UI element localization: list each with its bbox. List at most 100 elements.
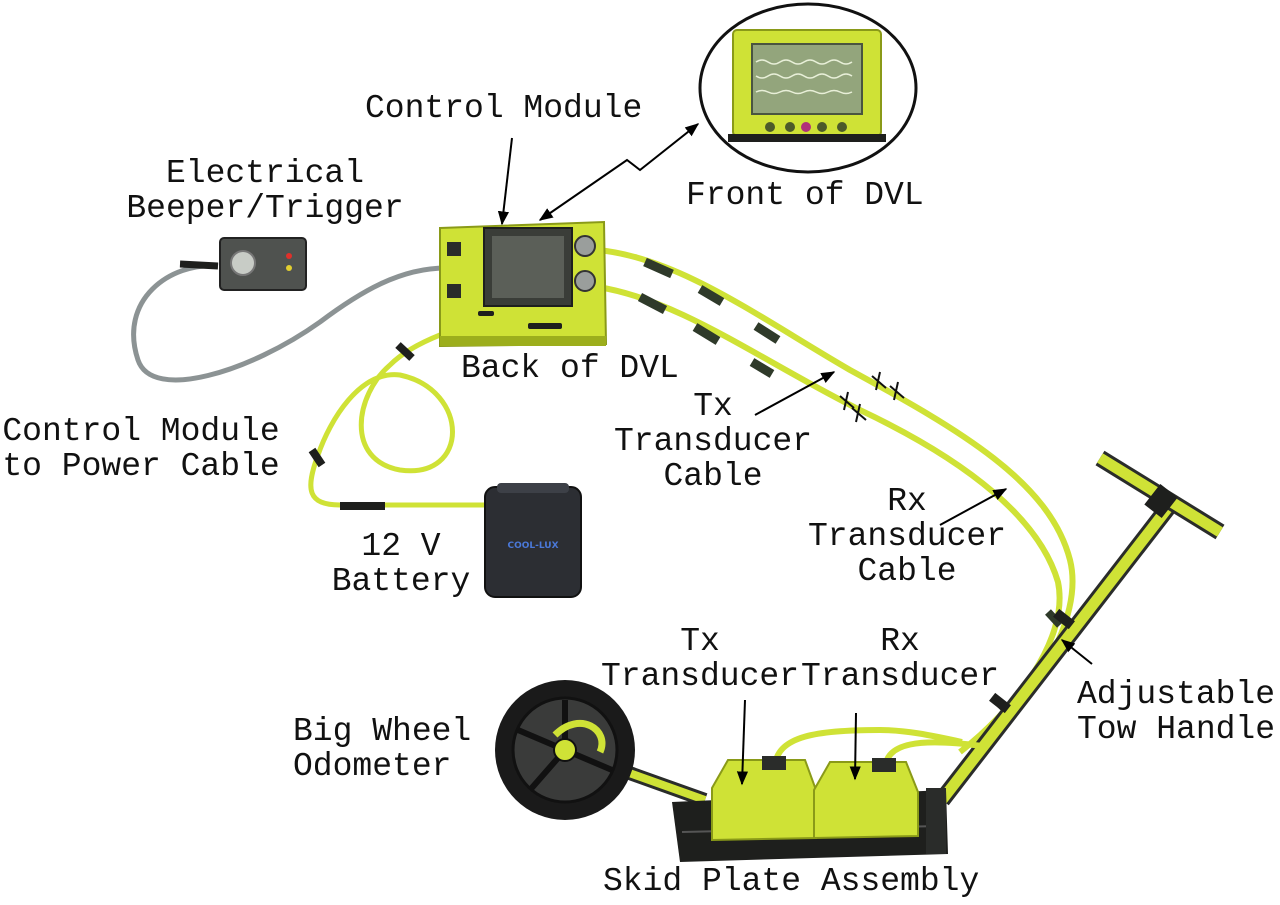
front-button-icon — [785, 122, 795, 132]
battery-strap — [497, 483, 569, 493]
tx-transducer-arrow — [736, 699, 749, 786]
handle-clamp — [1053, 608, 1075, 630]
label-line: Transducer — [807, 518, 1007, 555]
front-of-dvl-inset — [698, 2, 918, 174]
cable-connector — [697, 285, 725, 306]
label-line: to Power Cable — [2, 448, 280, 485]
front-button-icon — [817, 122, 827, 132]
tx-transducer-block — [711, 759, 817, 842]
rx-cable-arrow — [939, 488, 1008, 526]
back-of-dvl-device — [439, 220, 608, 348]
beeper-button-icon — [230, 250, 256, 276]
handle-clamp — [989, 692, 1011, 714]
label-line: 12 V — [361, 528, 441, 565]
label-line: Odometer — [293, 748, 452, 785]
beeper-trigger-device — [219, 237, 307, 291]
vent-slot — [478, 311, 494, 316]
label-tx-transducer: Tx Transducer — [600, 624, 800, 694]
screen-waveform — [755, 59, 853, 65]
label-skid-plate-assembly: Skid Plate Assembly — [603, 864, 979, 899]
beeper-cable-connector — [179, 260, 219, 270]
tx-transducer-connector — [762, 756, 786, 770]
label-line: Transducer — [613, 423, 813, 460]
label-line: Transducer — [800, 658, 1000, 695]
cable-connector — [643, 257, 674, 279]
label-power-cable: Control Module to Power Cable — [0, 414, 282, 484]
screen-waveform — [755, 89, 853, 95]
label-beeper-trigger: Electrical Beeper/Trigger — [115, 156, 415, 226]
tx-transducer-lead — [772, 726, 963, 769]
label-line: Control Module — [2, 413, 280, 450]
break-mark — [871, 371, 887, 391]
power-cable-connector — [308, 447, 326, 468]
skid-plate-assembly — [672, 756, 948, 862]
dvl-front-screen — [751, 43, 863, 115]
label-line: Adjustable — [1077, 676, 1276, 713]
beeper-led-icon — [286, 265, 292, 271]
front-of-dvl-link-arrow — [538, 123, 700, 221]
battery-brand-text: COOL-LUX — [507, 541, 558, 551]
dvl-front-base — [728, 134, 886, 142]
label-tx-transducer-cable: Tx Transducer Cable — [603, 389, 823, 494]
label-big-wheel-odometer: Big Wheel Odometer — [293, 714, 471, 784]
connector-icon — [574, 235, 596, 257]
label-line: Front of DVL — [686, 177, 924, 214]
label-line: Skid Plate Assembly — [603, 863, 980, 900]
connector-icon — [447, 284, 461, 298]
label-front-of-dvl: Front of DVL — [686, 178, 924, 213]
label-line: Electrical — [165, 155, 365, 192]
cable-break-marks — [839, 371, 905, 423]
break-mark — [889, 381, 905, 401]
label-control-module: Control Module — [365, 91, 642, 126]
label-line: Cable — [663, 458, 763, 495]
screen-waveform — [755, 73, 853, 79]
label-line: Tx — [693, 388, 733, 425]
dvl-back-shadow — [440, 336, 606, 346]
connector-icon — [447, 242, 461, 256]
rx-transducer-arrow — [849, 712, 861, 781]
battery-device: COOL-LUX — [484, 483, 582, 598]
annotation-arrows — [497, 123, 1093, 786]
label-rx-transducer: Rx Transducer — [800, 624, 1000, 694]
handle-collar — [1144, 483, 1178, 519]
big-wheel-odometer — [495, 680, 708, 820]
beeper-cable — [131, 263, 447, 383]
label-rx-transducer-cable: Rx Transducer Cable — [797, 484, 1017, 589]
label-line: Big Wheel — [293, 713, 472, 750]
skid-end-cap — [926, 788, 946, 854]
wheel-fork — [552, 719, 606, 754]
label-line: Tow Handle — [1077, 711, 1276, 748]
label-battery: 12 V Battery — [321, 529, 481, 599]
vent-slot — [528, 323, 562, 329]
control-module-arrow — [497, 137, 513, 226]
front-button-icon — [801, 122, 811, 132]
control-module-face — [492, 236, 564, 298]
label-line: Control Module — [365, 90, 643, 127]
label-line: Cable — [857, 553, 957, 590]
label-back-of-dvl: Back of DVL — [461, 351, 679, 386]
front-button-icon — [765, 122, 775, 132]
label-line: Tx — [680, 623, 720, 660]
cable-connector — [749, 358, 775, 378]
cable-connector — [1045, 609, 1063, 628]
break-mark — [839, 391, 855, 411]
beeper-led-icon — [286, 253, 292, 259]
label-line: Transducer — [600, 658, 800, 695]
power-cable-connector — [395, 342, 415, 361]
label-line: Beeper/Trigger — [126, 190, 404, 227]
label-adjustable-tow-handle: Adjustable Tow Handle — [1077, 677, 1275, 747]
wheel-hub — [553, 738, 577, 762]
handle-pole — [937, 501, 1175, 804]
front-button-icon — [837, 122, 847, 132]
label-line: Battery — [331, 563, 471, 600]
tow-handle — [935, 450, 1225, 806]
cable-connector — [753, 322, 781, 344]
label-line: Back of DVL — [461, 350, 679, 387]
cable-connector — [637, 293, 668, 314]
tow-handle-arrow — [1060, 639, 1093, 665]
cable-connector — [692, 323, 721, 345]
connector-icon — [574, 270, 596, 292]
tx-cable-arrow — [754, 371, 836, 416]
label-line: Rx — [880, 623, 920, 660]
